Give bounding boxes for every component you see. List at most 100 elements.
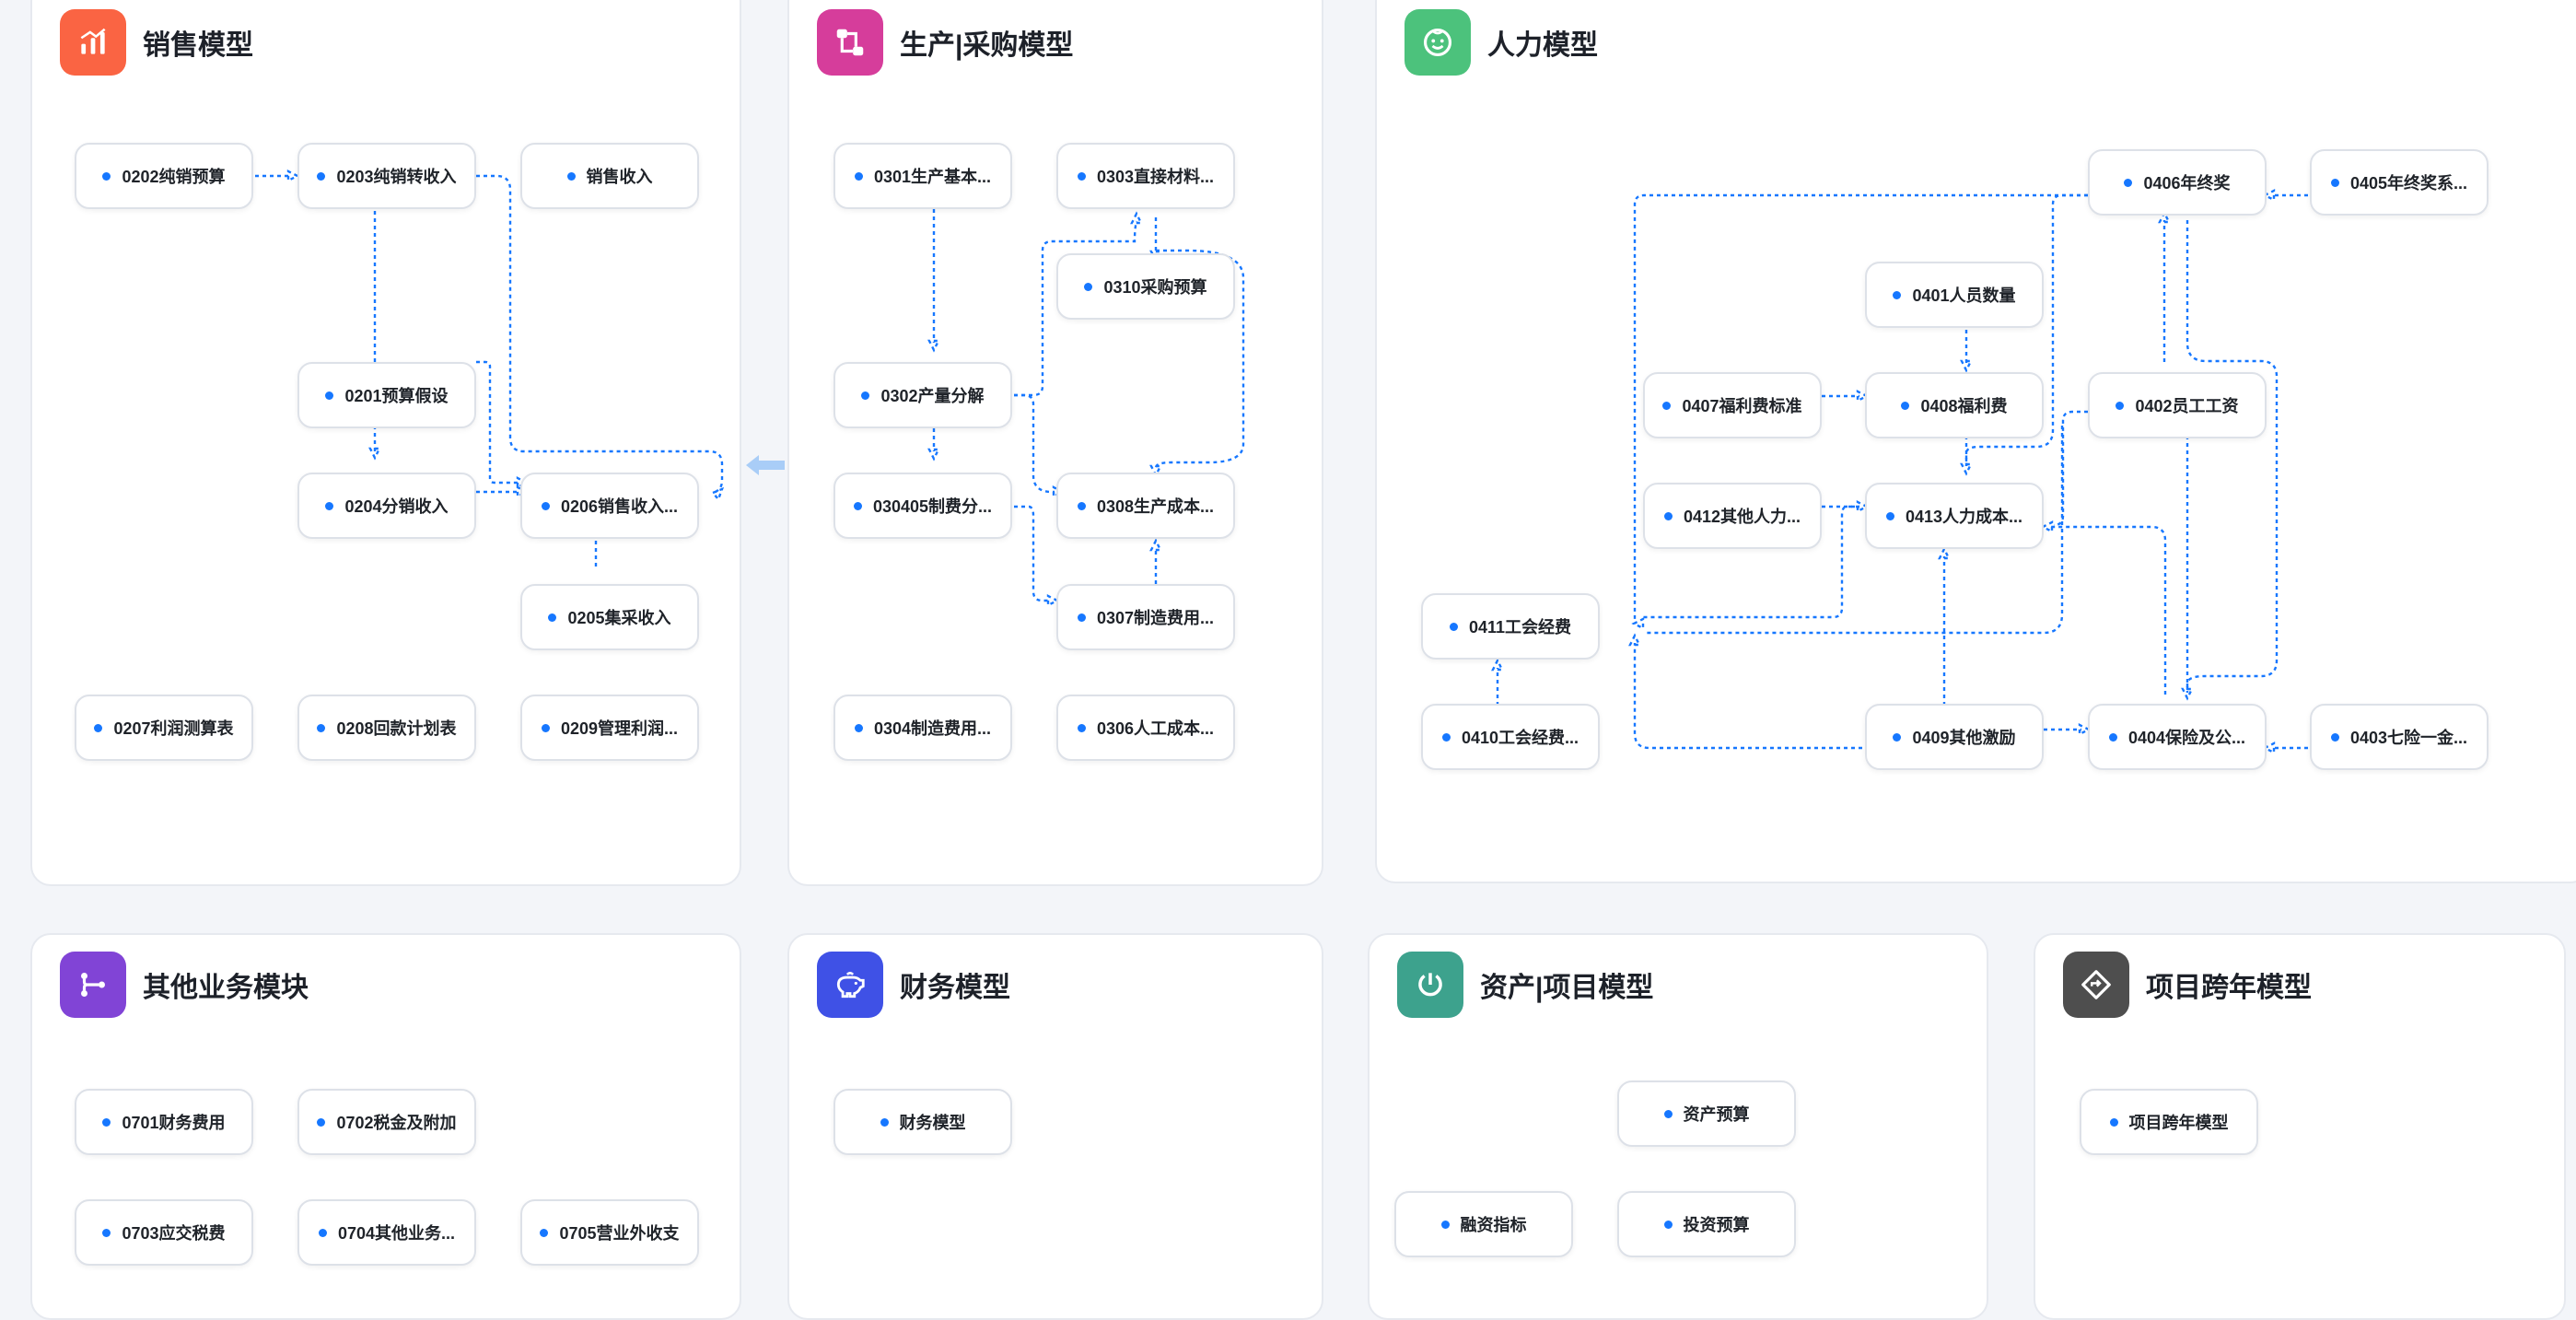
smile-face-icon (1405, 9, 1471, 76)
bullet-dot (1440, 1220, 1450, 1229)
bullet-dot (325, 501, 334, 510)
node-0403[interactable]: 0403七险一金... (2310, 704, 2489, 770)
bullet-dot (1077, 613, 1086, 622)
bullet-dot (325, 391, 334, 400)
node-0702[interactable]: 0702税金及附加 (297, 1089, 476, 1155)
node-0202[interactable]: 0202纯销预算 (75, 143, 253, 209)
sales-model-card: 销售模型 0202纯销预算 0203纯销转收入 销售收入 0201预算假设 02… (30, 0, 741, 886)
node-cross-year-model[interactable]: 项目跨年模型 (2080, 1089, 2258, 1155)
bullet-dot (861, 391, 870, 400)
bullet-dot (318, 1228, 327, 1237)
bullet-dot (853, 501, 862, 510)
bullet-dot (1084, 282, 1093, 291)
bullet-dot (102, 1228, 111, 1237)
diamond-arrow-icon (2063, 952, 2129, 1018)
bullet-dot (854, 723, 863, 732)
cross-year-project-card: 项目跨年模型 项目跨年模型 (2034, 933, 2566, 1320)
node-0406[interactable]: 0406年终奖 (2088, 149, 2267, 216)
bullet-dot (1441, 732, 1451, 742)
bar-chart-icon (60, 9, 126, 76)
node-financing-indicator[interactable]: 融资指标 (1394, 1191, 1573, 1257)
bullet-dot (2330, 178, 2339, 187)
node-030405[interactable]: 030405制费分... (833, 473, 1012, 539)
bullet-dot (94, 723, 103, 732)
node-0205[interactable]: 0205集采收入 (520, 584, 699, 650)
node-0410[interactable]: 0410工会经费... (1421, 704, 1600, 770)
node-investment-budget[interactable]: 投资预算 (1617, 1191, 1796, 1257)
node-0301[interactable]: 0301生产基本... (833, 143, 1012, 209)
bullet-dot (1663, 1109, 1673, 1118)
node-0302[interactable]: 0302产量分解 (833, 362, 1012, 428)
node-finance-model[interactable]: 财务模型 (833, 1089, 1012, 1155)
node-0303[interactable]: 0303直接材料... (1056, 143, 1235, 209)
node-0208[interactable]: 0208回款计划表 (297, 695, 476, 761)
node-sales-revenue[interactable]: 销售收入 (520, 143, 699, 209)
bullet-dot (1449, 622, 1458, 631)
bullet-dot (317, 1117, 326, 1127)
bullet-dot (1077, 501, 1086, 510)
asset-project-card: 资产|项目模型 资产预算 融资指标 投资预算 (1368, 933, 1988, 1320)
node-0409[interactable]: 0409其他激励 (1865, 704, 2044, 770)
bullet-dot (102, 1117, 111, 1127)
node-0204[interactable]: 0204分销收入 (297, 473, 476, 539)
node-0308[interactable]: 0308生产成本... (1056, 473, 1235, 539)
node-0402[interactable]: 0402员工工资 (2088, 372, 2267, 438)
node-0407[interactable]: 0407福利费标准 (1643, 372, 1822, 438)
card-title: 生产|采购模型 (900, 30, 1074, 61)
card-title: 资产|项目模型 (1480, 973, 1654, 1003)
node-0704[interactable]: 0704其他业务... (297, 1199, 476, 1266)
branch-icon (60, 952, 126, 1018)
bullet-dot (317, 723, 326, 732)
bullet-dot (1077, 723, 1086, 732)
bullet-dot (541, 723, 550, 732)
node-0207[interactable]: 0207利润测算表 (75, 695, 253, 761)
node-0404[interactable]: 0404保险及公... (2088, 704, 2267, 770)
node-0206[interactable]: 0206销售收入... (520, 473, 699, 539)
node-0411[interactable]: 0411工会经费 (1421, 593, 1600, 660)
bullet-dot (1885, 511, 1894, 520)
bullet-dot (1662, 401, 1672, 410)
node-0306[interactable]: 0306人工成本... (1056, 695, 1235, 761)
node-0413[interactable]: 0413人力成本... (1865, 483, 2044, 549)
node-0408[interactable]: 0408福利费 (1865, 372, 2044, 438)
node-0307[interactable]: 0307制造费用... (1056, 584, 1235, 650)
bullet-dot (317, 171, 326, 181)
production-model-card: 生产|采购模型 0301生产基本... 0303直接材料... 0310采购预算… (787, 0, 1323, 886)
node-0703[interactable]: 0703应交税费 (75, 1199, 253, 1266)
flow-arrow-icon (746, 455, 785, 475)
bullet-dot (2124, 178, 2133, 187)
node-0209[interactable]: 0209管理利润... (520, 695, 699, 761)
node-0201[interactable]: 0201预算假设 (297, 362, 476, 428)
bullet-dot (1901, 401, 1910, 410)
finance-model-card: 财务模型 财务模型 (787, 933, 1323, 1320)
bullet-dot (1893, 732, 1902, 742)
card-title: 项目跨年模型 (2146, 973, 2312, 1003)
node-0705[interactable]: 0705营业外收支 (520, 1199, 699, 1266)
node-0304[interactable]: 0304制造费用... (833, 695, 1012, 761)
bullet-dot (541, 501, 550, 510)
piggy-bank-icon (817, 952, 883, 1018)
node-asset-budget[interactable]: 资产预算 (1617, 1081, 1796, 1147)
node-0310[interactable]: 0310采购预算 (1056, 253, 1235, 320)
bullet-dot (566, 171, 576, 181)
bullet-dot (2109, 1117, 2118, 1127)
hr-model-card: 人力模型 (1375, 0, 2576, 883)
power-icon (1397, 952, 1463, 1018)
node-0405[interactable]: 0405年终奖系... (2310, 149, 2489, 216)
node-0412[interactable]: 0412其他人力... (1643, 483, 1822, 549)
bullet-dot (102, 171, 111, 181)
bullet-dot (880, 1117, 889, 1127)
node-0401[interactable]: 0401人员数量 (1865, 262, 2044, 328)
card-title: 财务模型 (900, 973, 1010, 1003)
flow-icon (817, 9, 883, 76)
bullet-dot (854, 171, 863, 181)
card-title: 销售模型 (143, 30, 253, 61)
bullet-dot (2116, 401, 2125, 410)
bullet-dot (1663, 511, 1673, 520)
bullet-dot (1077, 171, 1086, 181)
node-0701[interactable]: 0701财务费用 (75, 1089, 253, 1155)
bullet-dot (2108, 732, 2117, 742)
bullet-dot (1893, 290, 1902, 299)
bullet-dot (540, 1228, 549, 1237)
node-0203[interactable]: 0203纯销转收入 (297, 143, 476, 209)
